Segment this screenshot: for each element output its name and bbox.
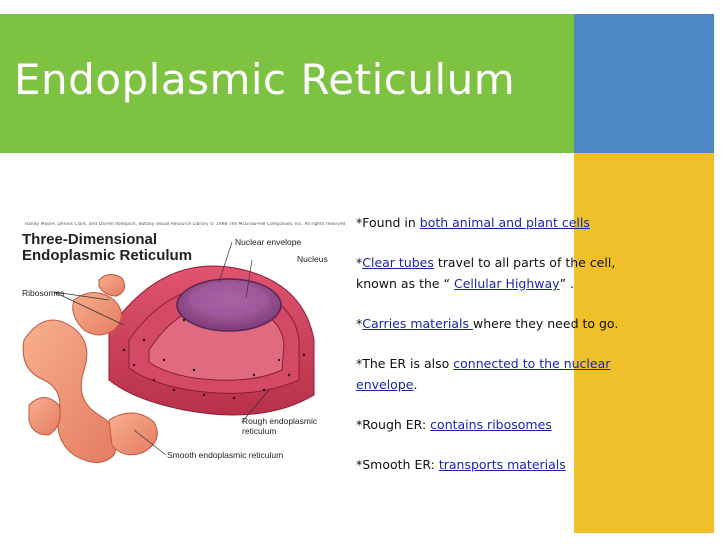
figure-credit: Randy Moore, Dennis Clark, and Darrell V… bbox=[25, 222, 345, 227]
link-connected-to-nuclear-envelope[interactable]: connected to the nuclear envelope bbox=[356, 356, 611, 392]
bullet-text: . bbox=[413, 377, 418, 392]
bullet-rough-er: *Rough ER: contains ribosomes bbox=[356, 414, 656, 435]
bullet-found-in: *Found in both animal and plant cells bbox=[356, 212, 656, 233]
bullet-text: *Found in bbox=[356, 215, 420, 230]
bullet-text: * bbox=[356, 255, 363, 270]
bullet-text: *Smooth ER: bbox=[356, 457, 439, 472]
bullet-list: *Found in both animal and plant cells *C… bbox=[356, 212, 656, 494]
bullet-carries-materials: *Carries materials where they need to go… bbox=[356, 313, 656, 334]
link-carries-materials[interactable]: Carries materials bbox=[362, 316, 474, 331]
bullet-text: *The ER is also bbox=[356, 356, 454, 371]
slide-title: Endoplasmic Reticulum bbox=[14, 55, 516, 104]
label-nucleus: Nucleus bbox=[297, 254, 328, 264]
label-rough-er: Rough endoplasmic reticulum bbox=[242, 416, 318, 436]
label-ribosomes: Ribosomes bbox=[22, 288, 65, 298]
accent-strip-yellow bbox=[574, 153, 714, 533]
link-clear-tubes[interactable]: Clear tubes bbox=[362, 255, 434, 270]
bullet-smooth-er: *Smooth ER: transports materials bbox=[356, 454, 656, 475]
link-both-animal-and-plant-cells[interactable]: both animal and plant cells bbox=[419, 215, 590, 230]
link-cellular-highway[interactable]: Cellular Highway bbox=[454, 276, 560, 291]
title-band bbox=[0, 14, 574, 153]
label-nuclear-envelope: Nuclear envelope bbox=[235, 237, 302, 247]
bullet-text: ” . bbox=[559, 276, 574, 291]
ribosome-dots bbox=[122, 318, 306, 400]
bullet-connected-nuclear: *The ER is also connected to the nuclear… bbox=[356, 353, 656, 395]
bullet-text: travel to all parts of the cell, known a… bbox=[356, 255, 616, 291]
smooth-er-shape bbox=[22, 274, 158, 463]
link-contains-ribosomes[interactable]: contains ribosomes bbox=[430, 417, 552, 432]
bullet-clear-tubes: *Clear tubes travel to all parts of the … bbox=[356, 252, 656, 294]
leader-lines bbox=[53, 241, 270, 456]
bullet-text: *Rough ER: bbox=[356, 417, 431, 432]
link-transports-materials[interactable]: transports materials bbox=[438, 457, 566, 472]
bullet-text: * bbox=[356, 316, 363, 331]
bullet-text: where they need to go. bbox=[473, 316, 619, 331]
figure-heading: Three-Dimensional Endoplasmic Reticulum bbox=[22, 231, 193, 264]
er-illustration bbox=[22, 241, 315, 463]
accent-block-blue bbox=[574, 14, 714, 153]
label-smooth-er: Smooth endoplasmic reticulum bbox=[167, 450, 284, 460]
